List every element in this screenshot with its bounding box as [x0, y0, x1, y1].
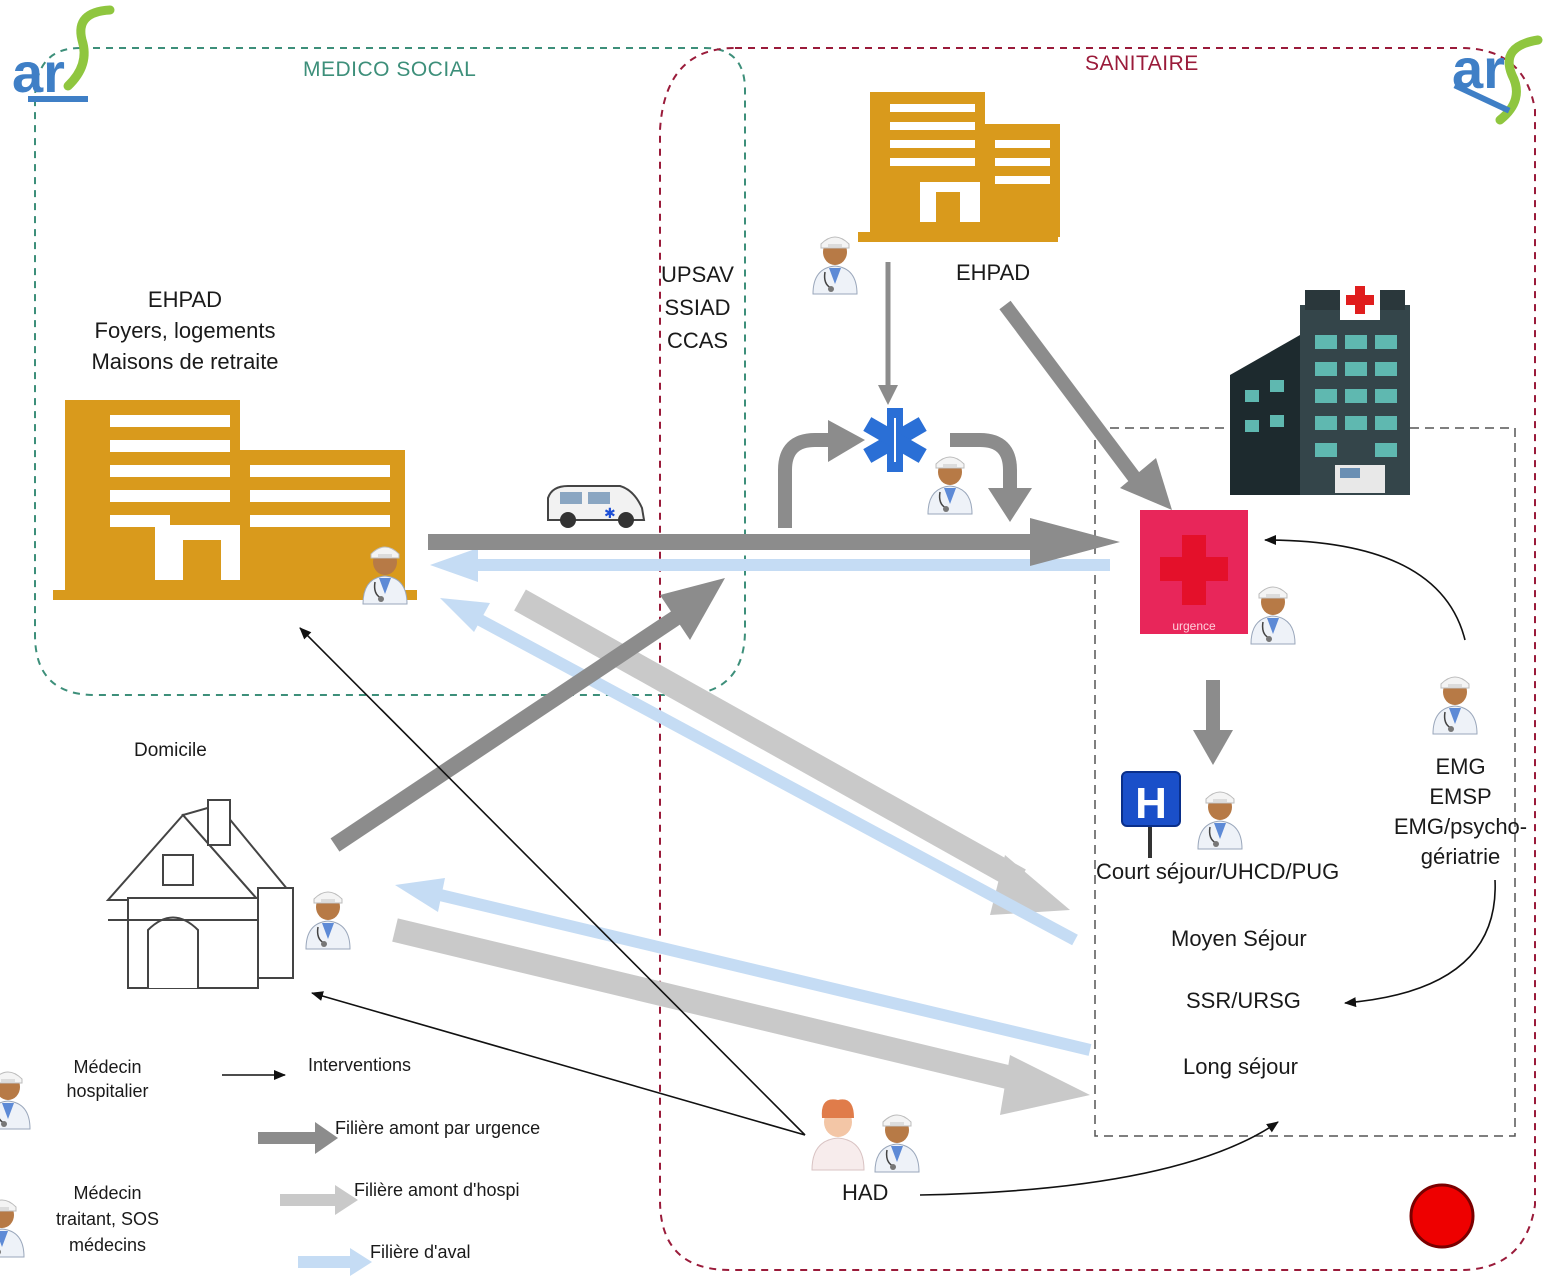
legend-arrows — [222, 1070, 372, 1276]
court-sejour-label: Court séjour/UHCD/PUG — [1096, 859, 1340, 884]
medico-social-zone — [34, 47, 746, 696]
emg-label: EMG EMSP EMG/psycho- gériatrie — [1383, 752, 1538, 872]
legend-medecin-hospitalier: Médecin hospitalier — [45, 1055, 170, 1103]
doctor-icon-samu — [927, 456, 973, 515]
intervention-arrows — [299, 535, 1496, 1196]
ehpad-left-label: EHPAD Foyers, logements Maisons de retra… — [60, 284, 310, 377]
svg-text:✱: ✱ — [604, 505, 616, 521]
legend-mt-line-2: traitant, SOS — [55, 1209, 160, 1229]
emg-line-3: EMG/psycho- — [1393, 814, 1528, 839]
domicile-label: Domicile — [134, 740, 207, 761]
moyen-sejour-label: Moyen Séjour — [1171, 926, 1307, 951]
nurse-icon-had — [811, 1099, 865, 1171]
sanitaire-zone — [659, 47, 1536, 1271]
doctor-icon-court-sejour — [1197, 791, 1243, 850]
had-label: HAD — [842, 1180, 889, 1205]
doctor-icon-domicile — [305, 891, 351, 950]
urgence-sign-text: urgence — [1172, 619, 1216, 633]
legend-filiere-hospi: Filière amont d'hospi — [354, 1180, 520, 1200]
ars-logo-left: ar — [12, 5, 115, 104]
doctor-icon-emg — [1432, 676, 1478, 735]
emg-line-2: EMSP — [1429, 784, 1492, 809]
ehpad-top-label: EHPAD — [956, 260, 1031, 285]
ssr-label: SSR/URSG — [1186, 988, 1301, 1013]
legend-mh-line-2: hospitalier — [66, 1081, 149, 1101]
status-dot — [1409, 1183, 1475, 1249]
upsav-line-3: CCAS — [666, 328, 729, 353]
hospital-h-sign: H — [1121, 771, 1181, 858]
star-of-life-icon — [863, 408, 927, 472]
legend-doctor-hospitalier — [0, 1071, 31, 1130]
legend-interventions: Interventions — [308, 1055, 412, 1075]
legend-mt-line-1: Médecin — [73, 1183, 142, 1203]
ehpad-left-line-3: Maisons de retraite — [91, 349, 279, 374]
legend-mh-line-1: Médecin — [73, 1057, 142, 1077]
upsav-label: UPSAV SSIAD CCAS — [650, 258, 745, 357]
legend-filiere-aval: Filière d'aval — [370, 1242, 471, 1262]
hospital-building — [1230, 280, 1410, 495]
hospital-h-text: H — [1135, 779, 1167, 828]
sanitaire-title: SANITAIRE — [1085, 52, 1199, 75]
house-icon — [105, 799, 294, 989]
ambulance-icon: ✱ — [547, 485, 646, 528]
long-sejour-label: Long séjour — [1183, 1054, 1298, 1079]
legend-doctor-traitant — [0, 1199, 25, 1258]
filiere-urgence-arrows — [330, 262, 1233, 852]
legend-filiere-urgence: Filière amont par urgence — [335, 1118, 541, 1138]
ehpad-building-top — [858, 92, 1060, 242]
legend-medecin-traitant: Médecin traitant, SOS médecins — [40, 1180, 175, 1258]
doctor-icon-had — [874, 1114, 920, 1173]
ehpad-building-left — [53, 400, 417, 600]
filiere-aval-arrows — [395, 548, 1110, 1056]
doctor-icon-urgence — [1250, 586, 1296, 645]
emg-line-4: gériatrie — [1420, 844, 1501, 869]
upsav-line-1: UPSAV — [661, 262, 734, 287]
legend-mt-line-3: médecins — [68, 1235, 147, 1255]
logo-text-left: ar — [12, 41, 65, 104]
upsav-line-2: SSIAD — [664, 295, 731, 320]
medico-social-title: MEDICO SOCIAL — [303, 58, 477, 81]
ehpad-left-line-2: Foyers, logements — [94, 318, 276, 343]
emg-line-1: EMG — [1435, 754, 1486, 779]
filiere-hospi-arrows — [392, 589, 1090, 1115]
ehpad-left-line-1: EHPAD — [147, 287, 223, 312]
ars-logo-right: ar — [1452, 35, 1543, 125]
doctor-icon-ehpad-top — [812, 236, 858, 295]
urgence-sign: urgence — [1140, 510, 1248, 634]
